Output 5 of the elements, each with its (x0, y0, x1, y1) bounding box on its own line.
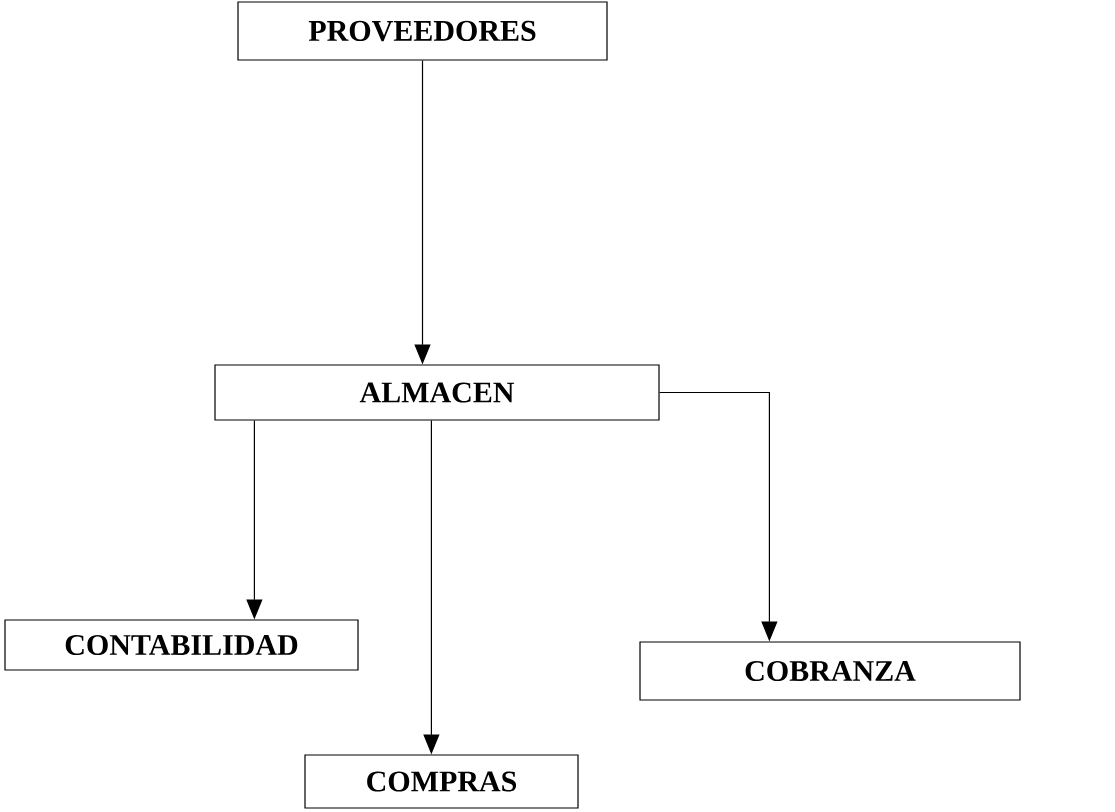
process-box: ALMACEN (214, 364, 660, 421)
process-box: COMPRAS (304, 754, 579, 809)
process-box: COBRANZA (639, 641, 1021, 701)
process-box: PROVEEDORES (237, 1, 608, 61)
process-box: CONTABILIDAD (4, 619, 359, 671)
